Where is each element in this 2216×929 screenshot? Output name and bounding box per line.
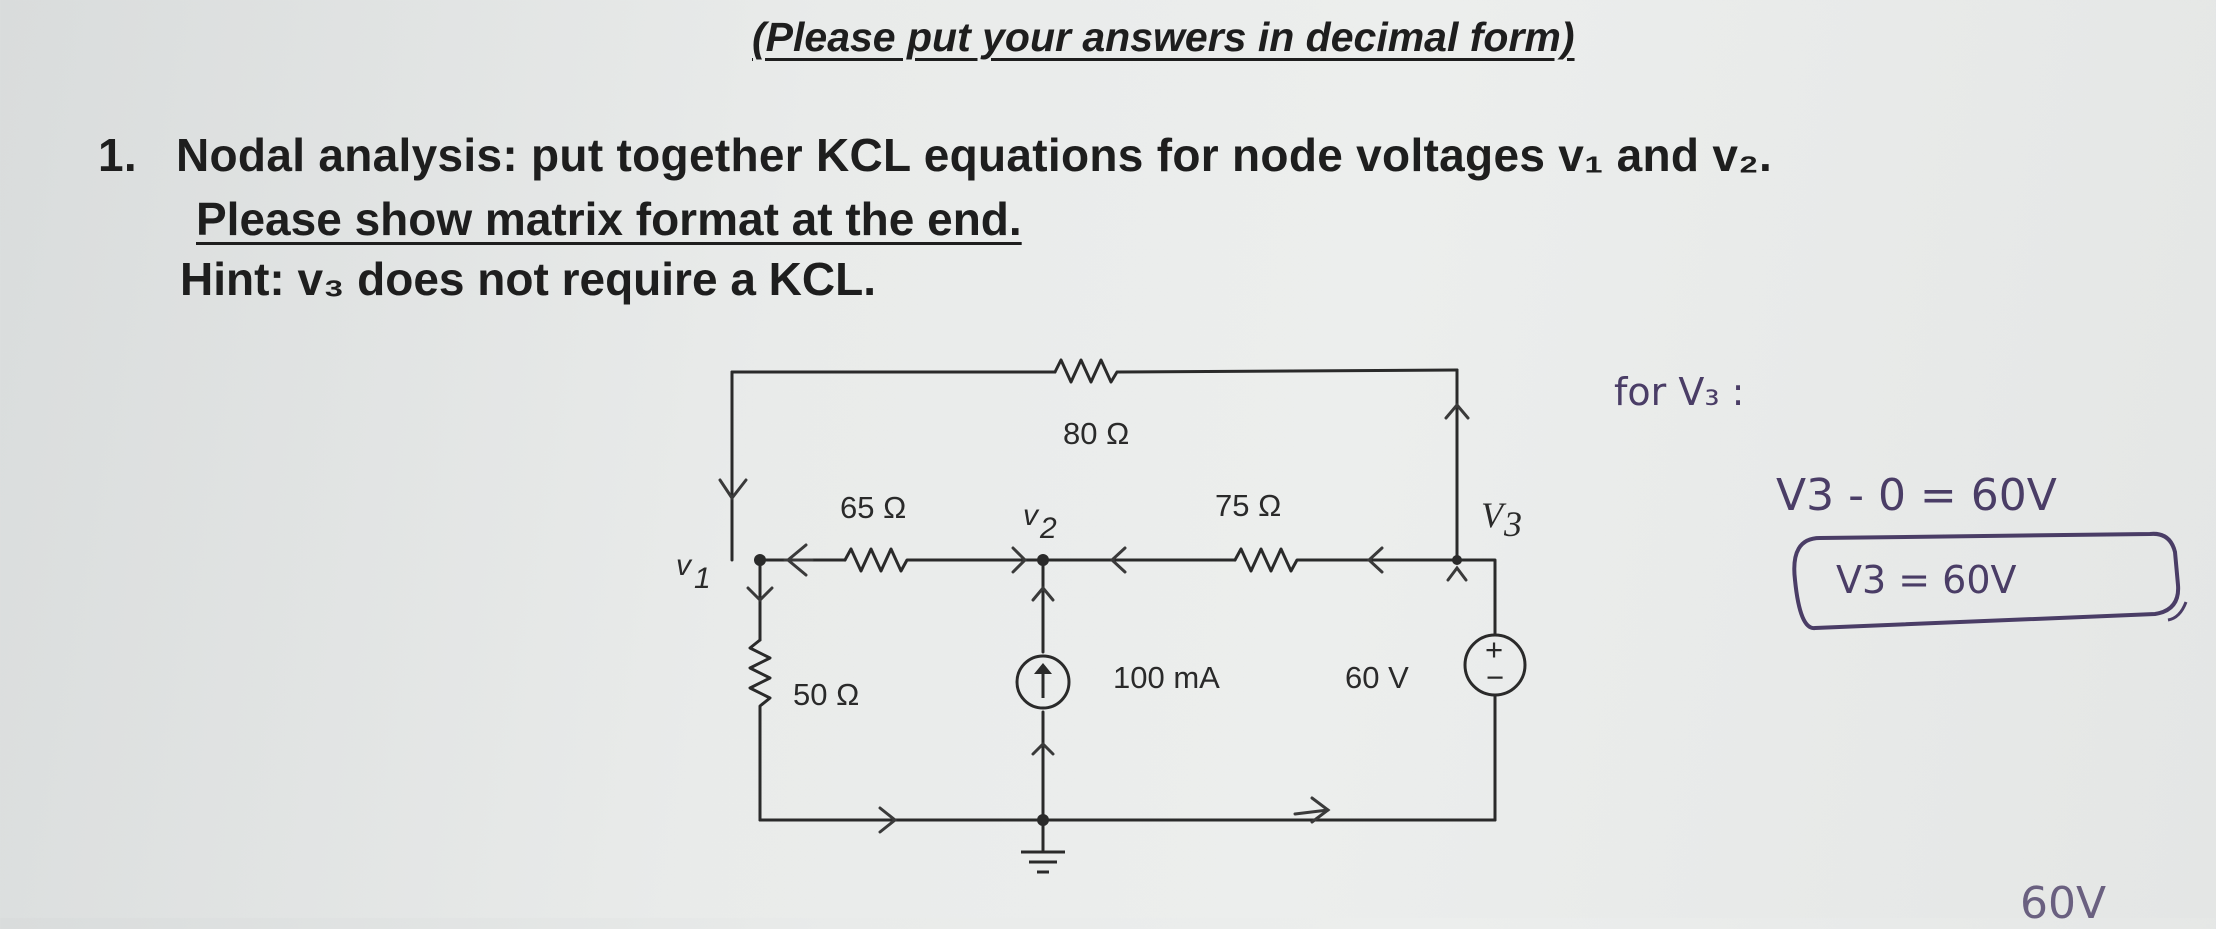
node-label-v1: v 1	[676, 549, 711, 595]
question-number: 1.	[98, 129, 137, 181]
handwritten-bottom-fragment: 60V	[2020, 878, 2107, 929]
decimal-form-instruction: (Please put your answers in decimal form…	[752, 14, 1575, 60]
current-source-100ma	[1015, 654, 1071, 710]
handwritten-boxed-result: V3 = 60V	[1836, 558, 2017, 602]
handdrawn-current-arrows	[718, 402, 1470, 834]
arrow-cs-bottom	[1031, 741, 1055, 756]
question-text: Nodal analysis: put together KCL equatio…	[176, 129, 1773, 181]
source-minus-sign: −	[1486, 660, 1504, 695]
arrow-right-top-up	[1444, 402, 1470, 420]
label-80-ohm: 80 Ω	[1063, 416, 1129, 451]
wire-right-mid	[1455, 558, 1497, 637]
arrow-mid-wire	[1109, 546, 1127, 574]
voltage-source-60v: + −	[1463, 632, 1527, 697]
node-dot-v2	[1037, 554, 1049, 566]
resistor-75	[1233, 547, 1459, 573]
node-dot-v3	[1452, 555, 1462, 565]
label-100-ma: 100 mA	[1113, 660, 1220, 695]
label-50-ohm: 50 Ω	[793, 677, 859, 712]
arrow-near-v3	[1366, 546, 1384, 574]
label-75-ohm: 75 Ω	[1215, 488, 1281, 523]
question-1: 1. Nodal analysis: put together KCL equat…	[98, 128, 1772, 182]
handwritten-equation: V3 - 0 = 60V	[1776, 470, 2057, 521]
label-65-ohm: 65 Ω	[840, 490, 906, 525]
handwritten-box-outline	[1792, 531, 2181, 630]
node-dot-ground	[1037, 814, 1049, 826]
ground-symbol	[1021, 850, 1065, 874]
svg-text:V: V	[1481, 495, 1507, 535]
handwritten-box-tail	[2167, 601, 2188, 622]
resistor-80	[1053, 358, 1459, 384]
source-plus-sign: +	[1485, 632, 1503, 667]
svg-text:v: v	[1023, 499, 1040, 532]
arrow-v3-down	[1446, 565, 1468, 582]
node-label-v2: v 2	[1023, 499, 1057, 545]
svg-text:v: v	[676, 549, 693, 582]
resistor-50	[748, 638, 772, 822]
svg-text:3: 3	[1503, 504, 1522, 544]
arrow-left-top	[718, 478, 748, 501]
arrow-near-v2-left	[1011, 546, 1028, 574]
svg-text:1: 1	[694, 562, 711, 595]
svg-text:2: 2	[1039, 512, 1057, 545]
arrow-v1-down	[746, 586, 774, 603]
handwritten-heading: for V₃ :	[1614, 370, 1745, 414]
label-60-v: 60 V	[1345, 660, 1409, 695]
hint-text: Hint: v₃ does not require a KCL.	[180, 253, 876, 305]
resistor-65	[843, 547, 1042, 573]
node-dot-v1	[754, 554, 766, 566]
arrow-bottom-left	[878, 806, 898, 834]
matrix-format-instruction: Please show matrix format at the end.	[196, 193, 1022, 245]
arrow-v2-down	[1031, 585, 1055, 602]
node-label-v3: V 3	[1481, 495, 1522, 544]
